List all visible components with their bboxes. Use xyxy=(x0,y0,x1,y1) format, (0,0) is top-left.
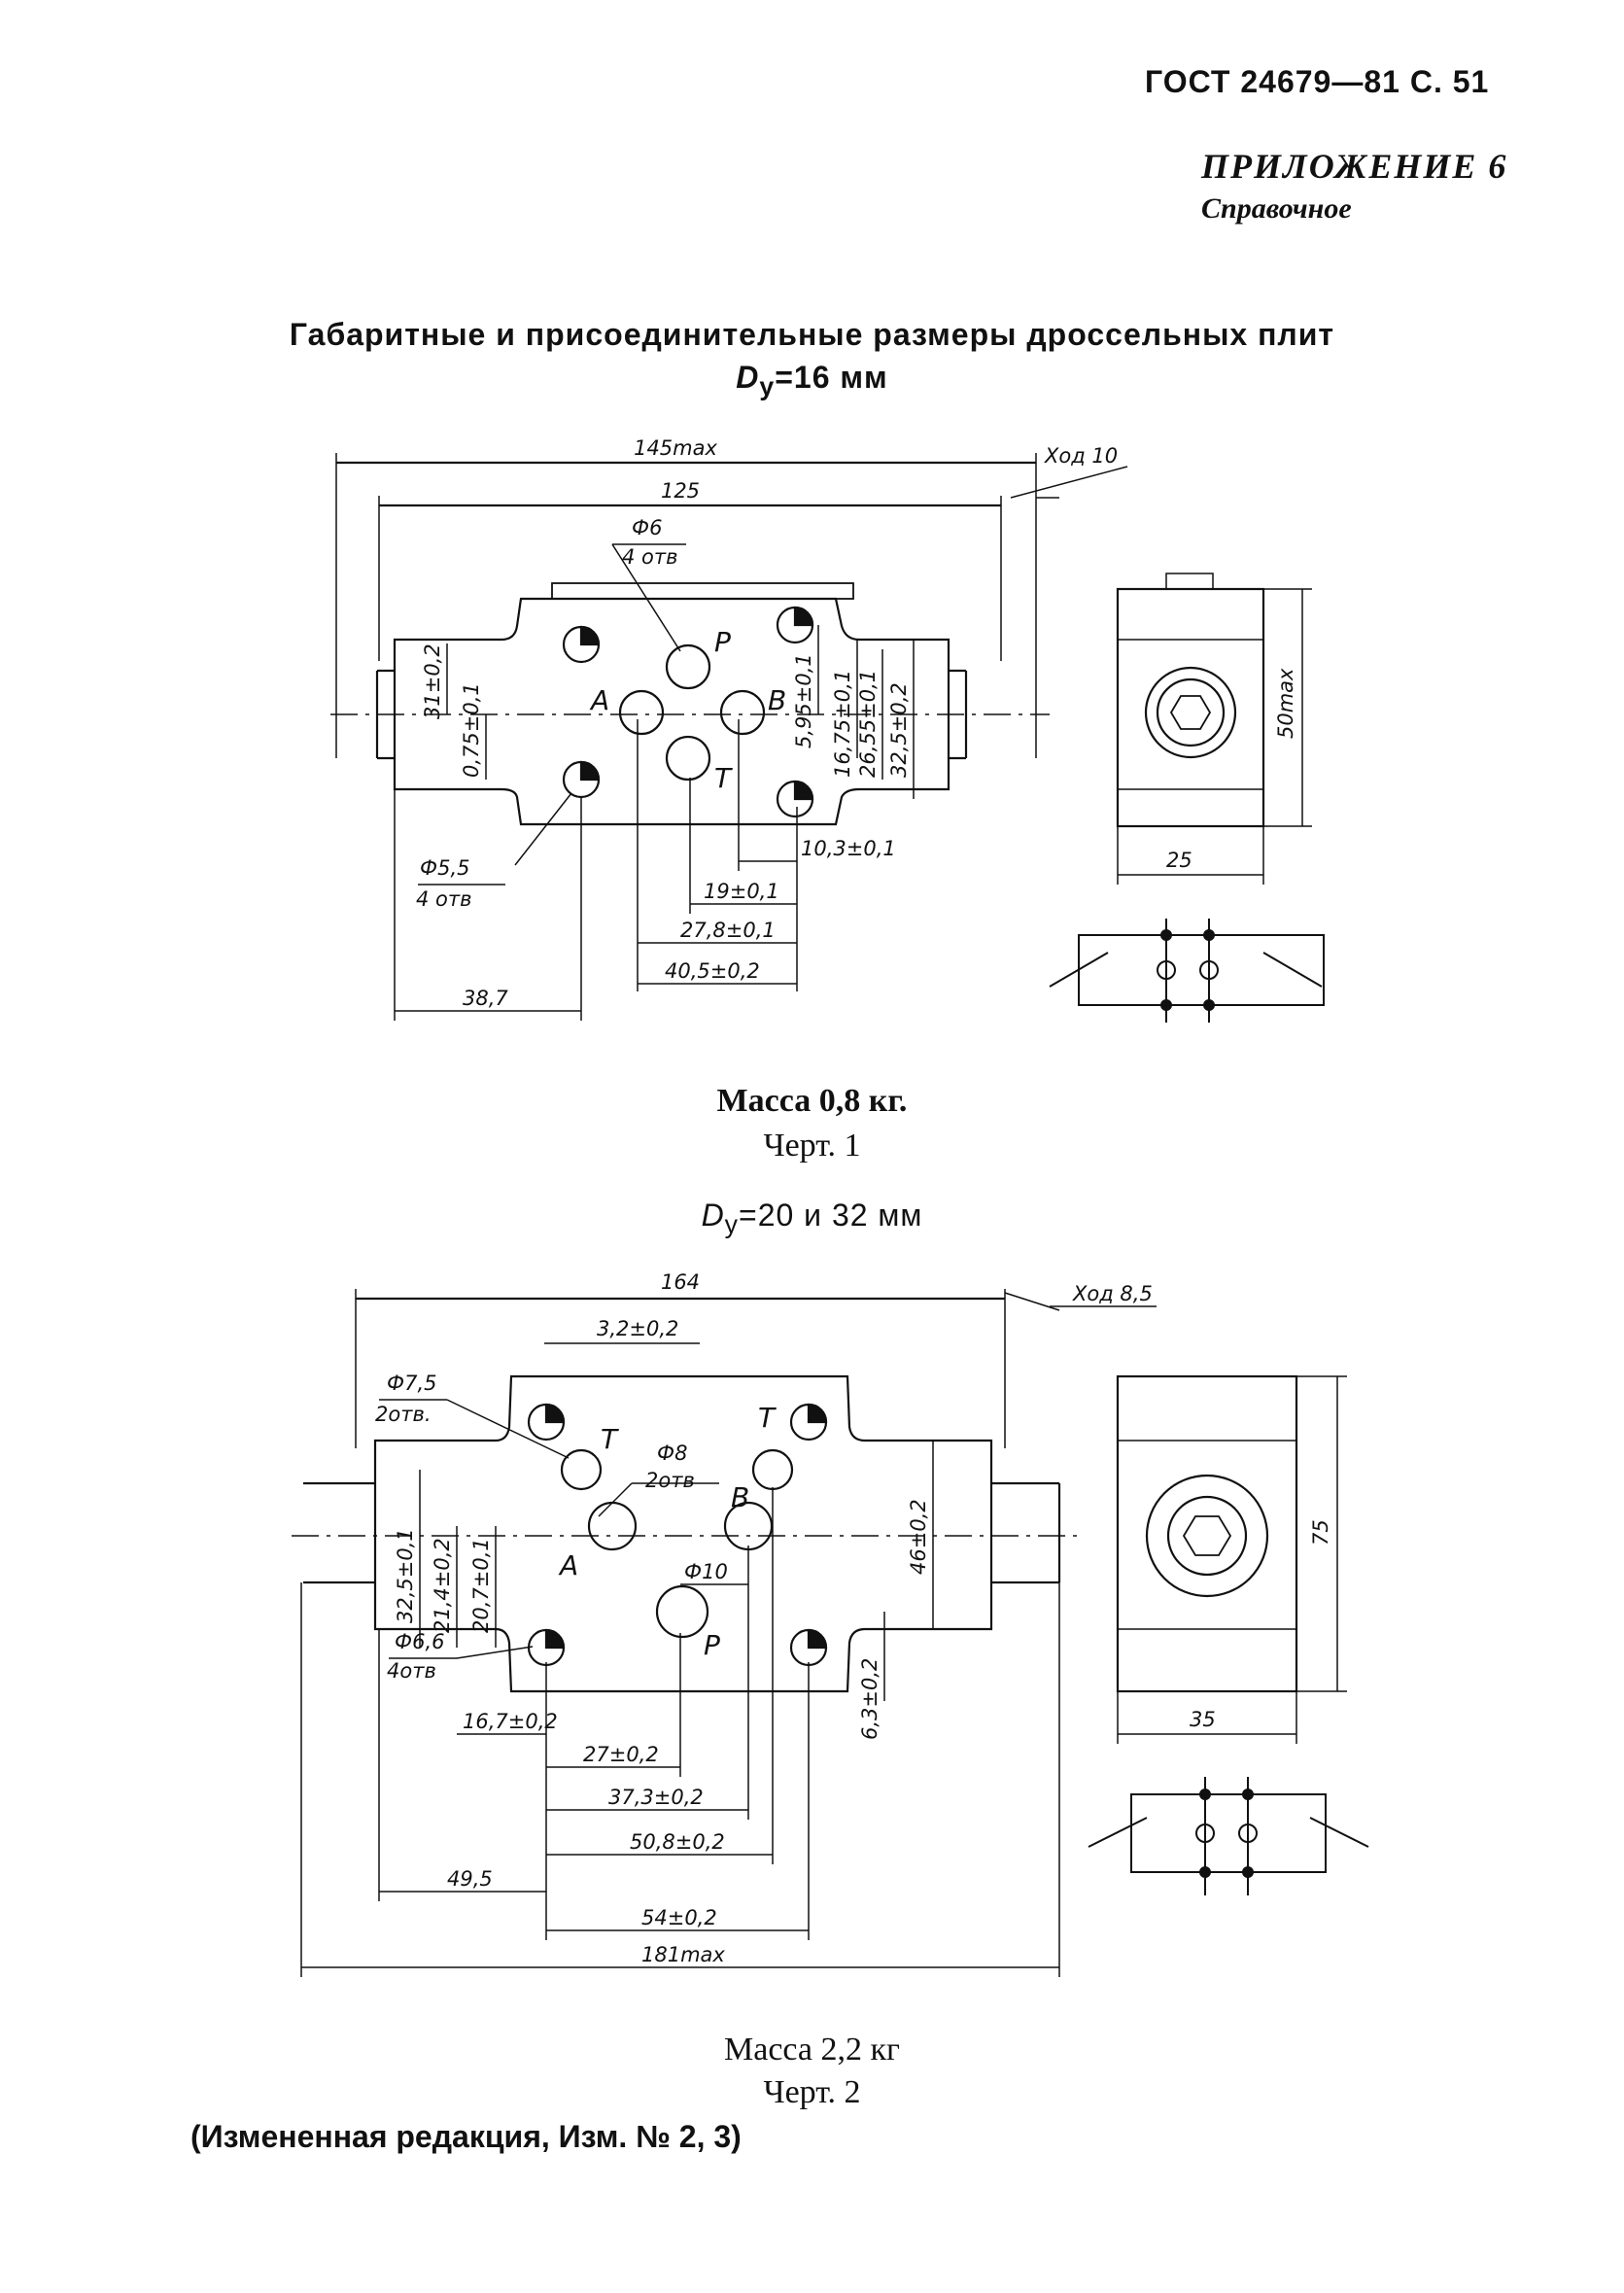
dim-181max: 181max xyxy=(641,1943,725,1966)
port-a-label: А xyxy=(589,684,609,716)
figure-1-drawing: 145max 125 Ход 10 Ф6 4 отв Р А В Т Ф5,5 … xyxy=(330,436,1325,1023)
port-b-label-2: В xyxy=(731,1481,749,1513)
dy-symbol: D xyxy=(736,360,760,395)
side-view-1 xyxy=(1116,587,1265,828)
port-t1-label: Т xyxy=(601,1423,619,1455)
dim-31: 31±0,2 xyxy=(421,643,444,719)
appendix-type: Справочное xyxy=(1201,192,1352,225)
dim-stroke-10: Ход 10 xyxy=(1044,444,1118,468)
gost-reference: ГОСТ 24679—81 С. 51 xyxy=(1145,64,1490,99)
figure-2-drawing: 164 Ход 8,5 3,2±0,2 Т Т А В Р Ф7,5 2отв.… xyxy=(292,1270,1369,1977)
page-title: Габаритные и присоединительные размеры д… xyxy=(289,317,1335,352)
dim-508: 50,8±0,2 xyxy=(630,1830,725,1854)
hydraulic-symbol-2 xyxy=(1088,1777,1369,1895)
dim-phi8-count: 2отв xyxy=(645,1469,695,1492)
figure-2-heading: Dу=20 и 32 мм xyxy=(0,1198,1624,1239)
port-a-label-2: А xyxy=(558,1549,578,1581)
dim-103: 10,3±0,1 xyxy=(801,837,896,860)
dim-373: 37,3±0,2 xyxy=(608,1786,704,1809)
dim-phi75-count: 2отв. xyxy=(375,1403,432,1426)
dim-phi6: Ф6 xyxy=(632,516,662,539)
dim-35: 35 xyxy=(1190,1708,1216,1731)
dim-278: 27,8±0,1 xyxy=(680,919,776,942)
dim-2655: 26,55±0,1 xyxy=(856,670,880,778)
dim-387: 38,7 xyxy=(463,987,508,1010)
dim-phi6-count: 4 отв xyxy=(622,545,678,569)
dim-25: 25 xyxy=(1166,849,1192,872)
port-a-hole-2 xyxy=(587,1501,638,1551)
dy2-value: =20 и 32 мм xyxy=(739,1198,923,1233)
dim-phi55: Ф5,5 xyxy=(420,856,469,880)
figure-2-mass: Масса 2,2 кг xyxy=(724,2032,900,2067)
dim-phi55-count: 4 отв xyxy=(416,887,472,911)
plate-body-2 xyxy=(373,1374,993,1693)
dim-405: 40,5±0,2 xyxy=(665,959,760,983)
dim-125: 125 xyxy=(661,479,700,503)
dim-19: 19±0,1 xyxy=(704,880,779,903)
dim-145max: 145max xyxy=(634,436,717,460)
port-b-label: В xyxy=(768,684,786,716)
port-p-label-2: Р xyxy=(704,1629,720,1661)
dim-50max: 50max xyxy=(1274,668,1297,739)
port-t2-hole xyxy=(751,1448,794,1491)
side-view-2 xyxy=(1116,1374,1298,1693)
dim-54: 54±0,2 xyxy=(641,1906,717,1929)
dy2-subscript: у xyxy=(724,1209,739,1239)
dim-167: 16,7±0,2 xyxy=(463,1710,558,1733)
dim-1675: 16,75±0,1 xyxy=(831,670,854,778)
port-t2-label: Т xyxy=(758,1402,777,1434)
dim-phi75: Ф7,5 xyxy=(387,1372,436,1395)
dy-subscript: у xyxy=(759,371,776,401)
port-t-label: Т xyxy=(714,762,733,794)
dim-325-v: 32,5±0,1 xyxy=(394,1528,417,1623)
dim-phi10: Ф10 xyxy=(684,1560,728,1583)
dim-27: 27±0,2 xyxy=(583,1743,659,1766)
dim-75: 75 xyxy=(1309,1519,1332,1546)
dy-value: =16 мм xyxy=(775,360,888,395)
figure-1-caption: Черт. 1 xyxy=(763,1128,861,1164)
dim-164: 164 xyxy=(661,1270,700,1294)
revision-note: (Измененная редакция, Изм. № 2, 3) xyxy=(190,2119,742,2154)
dim-207: 20,7±0,1 xyxy=(469,1538,493,1633)
dim-595: 5,95±0,1 xyxy=(792,653,815,748)
dim-46: 46±0,2 xyxy=(907,1499,930,1575)
dim-325: 32,5±0,2 xyxy=(887,682,911,778)
dim-495: 49,5 xyxy=(447,1867,493,1891)
port-p-hole xyxy=(665,643,711,690)
page-subtitle: Dу=16 мм xyxy=(0,360,1624,401)
dy2-symbol: D xyxy=(701,1198,725,1233)
port-t-hole xyxy=(665,735,711,782)
dim-32: 3,2±0,2 xyxy=(597,1317,678,1340)
appendix-number: ПРИЛОЖЕНИЕ 6 xyxy=(1201,147,1508,186)
port-t1-hole xyxy=(560,1448,603,1491)
dim-stroke-85: Ход 8,5 xyxy=(1072,1282,1153,1305)
dim-phi66-count: 4отв xyxy=(387,1659,436,1683)
dim-214: 21,4±0,2 xyxy=(431,1538,454,1633)
plate-body xyxy=(393,597,950,826)
figure-1-mass: Масса 0,8 кг. xyxy=(716,1083,908,1119)
dim-075: 0,75±0,1 xyxy=(460,682,483,778)
port-b-hole xyxy=(719,689,766,736)
dim-phi8: Ф8 xyxy=(657,1442,687,1465)
dim-63: 6,3±0,2 xyxy=(858,1658,881,1740)
hydraulic-symbol-1 xyxy=(1049,919,1325,1023)
port-p-label: Р xyxy=(714,626,731,658)
port-p-hole-2 xyxy=(655,1584,709,1639)
figure-2-caption: Черт. 2 xyxy=(763,2074,861,2110)
port-a-hole xyxy=(618,689,665,736)
